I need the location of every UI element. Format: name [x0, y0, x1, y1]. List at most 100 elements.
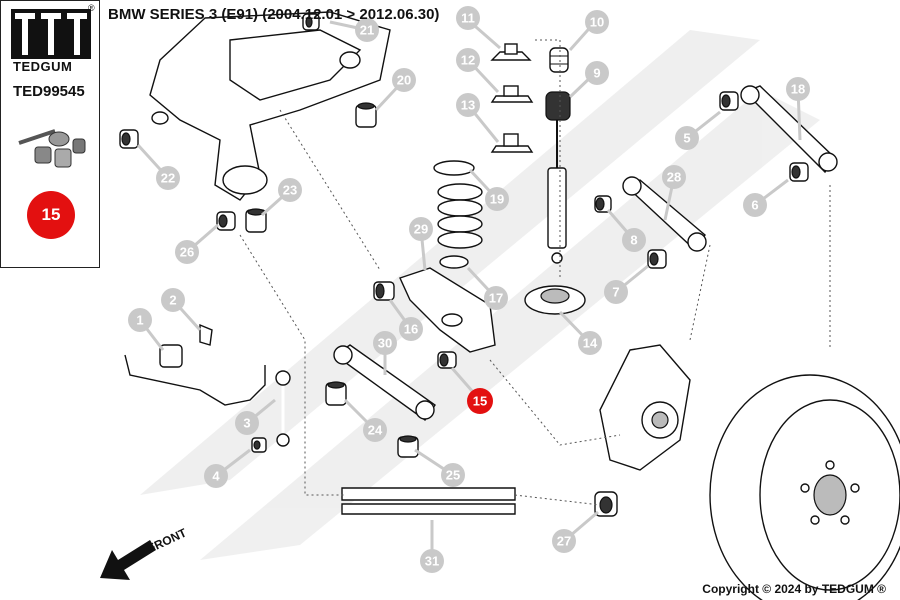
coil-spring: [433, 160, 483, 269]
callout-28: 28: [662, 165, 686, 189]
bushing-16: [373, 281, 395, 301]
bushing-7: [647, 249, 667, 269]
bushing-8: [594, 195, 612, 213]
svg-text:23: 23: [283, 183, 297, 198]
callout-17: 17: [484, 286, 508, 310]
callout-27: 27: [552, 529, 576, 553]
svg-text:3: 3: [243, 416, 250, 431]
svg-text:9: 9: [593, 66, 600, 81]
svg-text:8: 8: [630, 233, 637, 248]
tedgum-logo-icon: [11, 9, 91, 59]
bushing-23: [245, 208, 267, 233]
svg-text:11: 11: [461, 11, 475, 26]
callout-15: 15: [467, 388, 493, 414]
svg-text:30: 30: [378, 336, 392, 351]
callout-7: 7: [604, 280, 628, 304]
callout-19: 19: [485, 187, 509, 211]
callout-22: 22: [156, 166, 180, 190]
svg-text:28: 28: [667, 170, 681, 185]
callout-12: 12: [456, 48, 480, 72]
wheel: [709, 374, 900, 600]
svg-text:18: 18: [791, 82, 805, 97]
callout-25: 25: [441, 463, 465, 487]
callout-6: 6: [743, 193, 767, 217]
callout-26: 26: [175, 240, 199, 264]
callout-13: 13: [456, 93, 480, 117]
page-title: BMW SERIES 3 (E91) (2004.12.01 > 2012.06…: [108, 6, 440, 23]
bushing-15: [437, 351, 457, 369]
bushing-20: [355, 102, 377, 128]
svg-text:17: 17: [489, 291, 503, 306]
svg-text:19: 19: [490, 192, 504, 207]
brand-name: TEDGUM: [13, 59, 73, 74]
bushing-6: [789, 162, 809, 182]
callout-4: 4: [204, 464, 228, 488]
callout-14: 14: [578, 331, 602, 355]
stabilizer-link: [275, 370, 291, 447]
svg-text:24: 24: [368, 423, 383, 438]
svg-text:16: 16: [404, 322, 418, 337]
bushing-25: [397, 435, 419, 458]
callout-20: 20: [392, 68, 416, 92]
svg-text:10: 10: [590, 15, 604, 30]
bushing-27: [594, 491, 618, 517]
callout-2: 2: [161, 288, 185, 312]
callout-23: 23: [278, 178, 302, 202]
stabilizer-bar: [124, 323, 266, 406]
rear-subframe: [149, 11, 391, 201]
callout-30: 30: [373, 331, 397, 355]
dust-boot-9: [545, 91, 571, 121]
front-label: FRONT: [145, 525, 189, 555]
bushing-21: [302, 13, 320, 31]
shock-absorber: [547, 120, 567, 264]
callout-24: 24: [363, 418, 387, 442]
bushing-5: [719, 91, 739, 111]
bushing-4: [251, 437, 267, 453]
strut-mount: [524, 285, 586, 315]
registered-mark: ®: [88, 3, 95, 13]
top-mount-stack: [490, 43, 534, 153]
svg-text:31: 31: [425, 554, 439, 569]
svg-text:14: 14: [583, 336, 598, 351]
svg-text:26: 26: [180, 245, 194, 260]
callout-3: 3: [235, 411, 259, 435]
callout-18: 18: [786, 77, 810, 101]
svg-text:1: 1: [136, 313, 143, 328]
callout-21: 21: [355, 18, 379, 42]
part-number: TED99545: [13, 83, 85, 100]
callout-29: 29: [409, 217, 433, 241]
product-sidebar: ® TEDGUM TED99545 15: [0, 0, 100, 268]
svg-text:2: 2: [169, 293, 176, 308]
svg-text:22: 22: [161, 171, 175, 186]
upper-link-18: [740, 85, 838, 174]
svg-text:6: 6: [751, 198, 758, 213]
svg-text:4: 4: [212, 469, 220, 484]
callout-16: 16: [399, 317, 423, 341]
svg-text:29: 29: [414, 222, 428, 237]
highlight-badge: 15: [27, 191, 75, 239]
trailing-link-30: [333, 344, 436, 421]
svg-text:21: 21: [360, 23, 374, 38]
svg-text:13: 13: [461, 98, 475, 113]
bump-stop-10: [549, 47, 569, 73]
callout-9: 9: [585, 61, 609, 85]
bushing-24: [325, 381, 347, 406]
lower-control-arm: [399, 267, 496, 353]
svg-text:25: 25: [446, 468, 460, 483]
svg-text:12: 12: [461, 53, 475, 68]
front-arrow-icon: [100, 540, 156, 580]
bushing-kit-icon: [18, 129, 86, 168]
wheel-carrier: [599, 344, 691, 471]
copyright-notice: Copyright © 2024 by TEDGUM ®: [702, 582, 886, 596]
svg-text:7: 7: [612, 285, 619, 300]
callout-1: 1: [128, 308, 152, 332]
callout-10: 10: [585, 10, 609, 34]
callout-11: 11: [456, 6, 480, 30]
svg-text:20: 20: [397, 73, 411, 88]
svg-text:5: 5: [683, 131, 690, 146]
svg-text:27: 27: [557, 534, 571, 549]
lateral-link-31: [341, 487, 516, 515]
callout-5: 5: [675, 126, 699, 150]
bushing-26: [216, 211, 236, 231]
